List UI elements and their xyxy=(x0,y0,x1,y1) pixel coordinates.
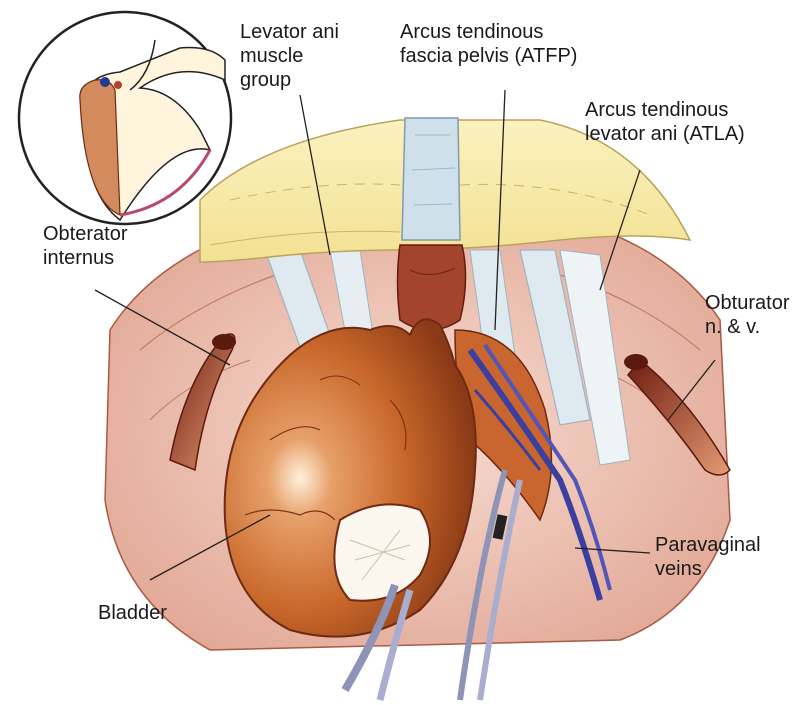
label-paravaginal-veins: Paravaginal veins xyxy=(655,533,761,581)
label-obterator-internus: Obterator internus xyxy=(43,222,127,270)
label-bladder: Bladder xyxy=(98,601,167,625)
label-obturator-nv: Obturator n. & v. xyxy=(705,291,789,339)
label-atfp: Arcus tendinous fascia pelvis (ATFP) xyxy=(400,20,577,68)
inset-cross-section xyxy=(19,12,231,224)
atfp-column xyxy=(402,118,460,240)
label-levator-ani: Levator ani muscle group xyxy=(240,20,339,92)
label-atla: Arcus tendinous levator ani (ATLA) xyxy=(585,98,745,146)
urethra xyxy=(398,245,466,330)
